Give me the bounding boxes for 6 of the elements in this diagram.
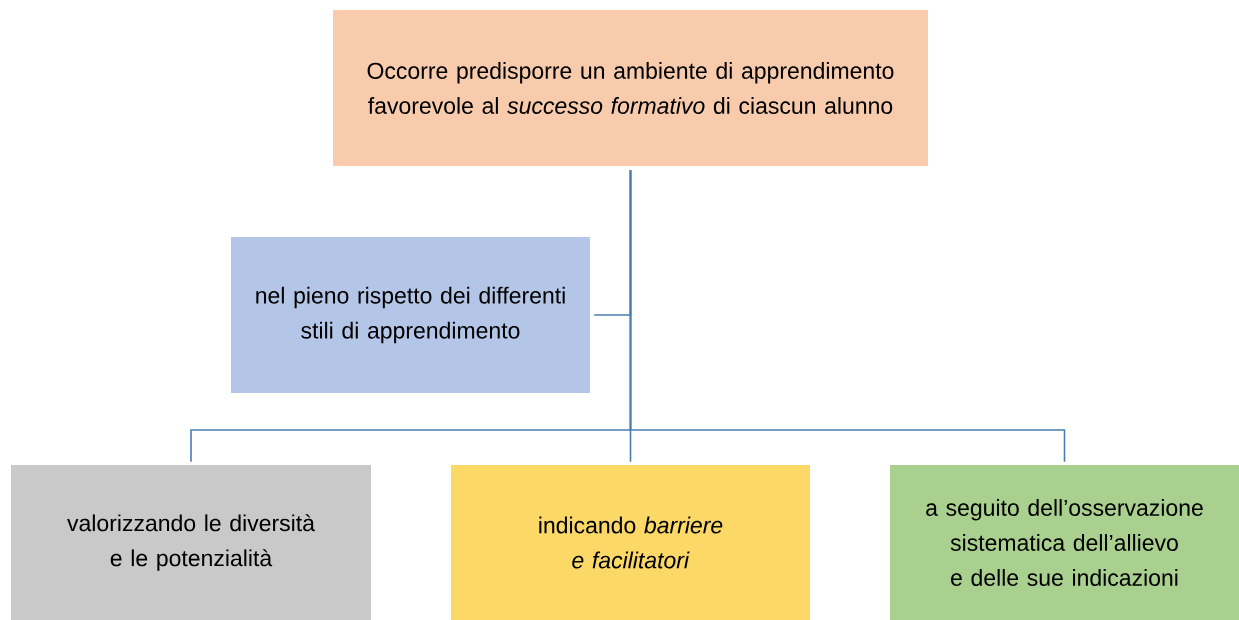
side-box: nel pieno rispetto dei differenti stili di apprendimento xyxy=(231,237,590,393)
branch-box: indicando barriere e facilitatori xyxy=(451,465,810,620)
main-box: Occorre predisporre un ambiente di apprendimento favorevole al successo formativo di ciascun alunno xyxy=(333,10,928,166)
branch-box: valorizzando le diversità e le potenzialità xyxy=(11,465,371,620)
connector xyxy=(629,169,1066,463)
branch-box: a seguito dell’osservazione sistematica dell’allievo e delle sue indicazioni xyxy=(890,465,1239,620)
